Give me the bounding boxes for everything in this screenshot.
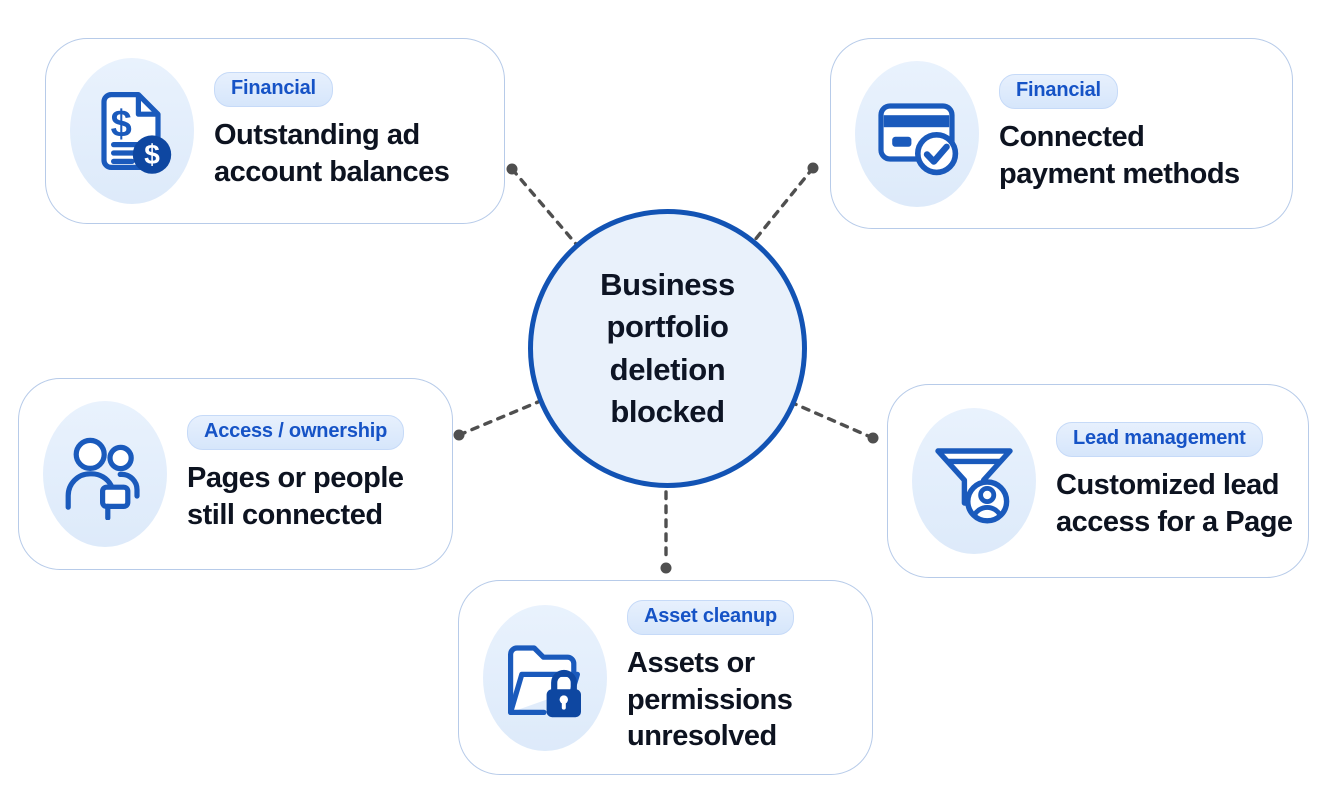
icon-bubble (43, 401, 167, 547)
funnel-person-icon (935, 448, 1013, 524)
card-outstanding-ad-balances: $ $ Financial Outstanding ad account bal… (45, 38, 505, 224)
credit-card-check-icon (878, 102, 959, 175)
connector-dashed-line (752, 166, 815, 243)
connector-dot (660, 562, 672, 574)
card-content: Access / ownership Pages or people still… (187, 414, 405, 533)
card-assets-permissions-unresolved: Asset cleanup Assets or permissions unre… (458, 580, 873, 775)
card-content: Financial Connected payment methods (999, 74, 1240, 192)
card-title: Connected payment methods (999, 121, 1240, 190)
svg-text:$: $ (111, 104, 132, 146)
center-node: Business portfolio deletion blocked (528, 209, 807, 488)
connector-dot (506, 163, 518, 175)
icon-bubble (483, 604, 607, 751)
card-title: Assets or permissions unresolved (627, 647, 793, 753)
folder-lock-icon (508, 644, 581, 717)
card-title: Outstanding ad account balances (214, 118, 450, 188)
connector-dashed-line (457, 400, 540, 437)
category-badge: Lead management (1056, 421, 1263, 457)
category-badge: Asset cleanup (627, 600, 795, 636)
category-badge: Financial (999, 74, 1118, 110)
card-connected-payment-methods: Financial Connected payment methods (830, 38, 1293, 229)
card-customized-lead-access: Lead management Customized lead access f… (887, 384, 1309, 578)
icon-bubble (855, 60, 979, 207)
card-pages-people-connected: Access / ownership Pages or people still… (18, 378, 453, 570)
card-content: Asset cleanup Assets or permissions unre… (627, 600, 862, 755)
invoice-dollar-icon: $ $ (101, 92, 172, 174)
connector-dot (807, 162, 819, 174)
card-content: Financial Outstanding ad account balance… (214, 71, 450, 190)
category-badge: Financial (214, 71, 333, 107)
connector-dot (867, 432, 879, 444)
svg-text:$: $ (144, 139, 160, 170)
card-title: Pages or people still connected (187, 461, 404, 531)
category-badge: Access / ownership (187, 414, 405, 450)
connector-dashed-line (793, 402, 875, 440)
card-content: Lead management Customized lead access f… (1056, 421, 1293, 540)
connector-dashed-line (510, 167, 578, 246)
icon-bubble: $ $ (70, 58, 194, 204)
connector-dot (453, 429, 465, 441)
card-title: Customized lead access for a Page (1056, 468, 1293, 538)
icon-bubble (912, 408, 1036, 554)
people-flag-icon (65, 437, 140, 520)
center-node-label: Business portfolio deletion blocked (600, 267, 735, 429)
